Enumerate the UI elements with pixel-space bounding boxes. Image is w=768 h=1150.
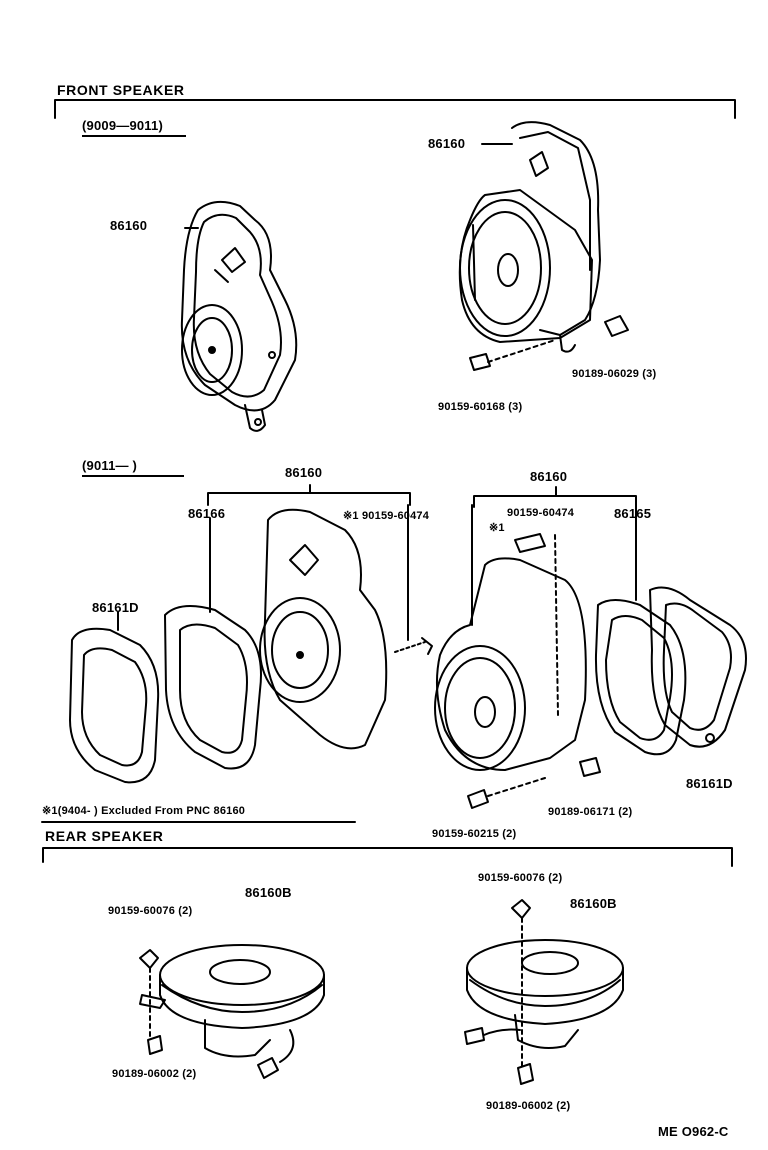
note-mark: ※1 <box>489 522 505 534</box>
bolt-90159-60474-right: 90159-60474 <box>507 507 575 519</box>
range-label-1: (9009—9011) <box>82 118 186 137</box>
bolt-90189-06002-left: 90189-06002 (2) <box>112 1068 197 1080</box>
part-86160-front-right: 86160 <box>428 136 466 151</box>
part-86166: 86166 <box>188 506 226 521</box>
bolt-90189-06002-right: 90189-06002 (2) <box>486 1100 571 1112</box>
diagram-code: ME O962-C <box>658 1124 729 1139</box>
front-section-bracket <box>54 99 736 119</box>
part-86160-group-right: 86160 <box>530 469 568 484</box>
range-label-2: (9011— ) <box>82 458 184 477</box>
part-86161d-left: 86161D <box>92 600 139 615</box>
bolt-90189-06029: 90189-06029 (3) <box>572 368 657 380</box>
part-86160b-left: 86160B <box>245 885 292 900</box>
front-speaker-drawing-3 <box>41 484 747 823</box>
front-speaker-drawing-2 <box>458 121 629 371</box>
part-86165: 86165 <box>614 506 652 521</box>
bolt-90159-60215: 90159-60215 (2) <box>432 828 517 840</box>
part-86160-front-left: 86160 <box>110 218 148 233</box>
bolt-90189-06171: 90189-06171 (2) <box>548 806 633 818</box>
rear-speaker-drawing-2 <box>464 899 624 1085</box>
rear-speaker-drawing-1 <box>139 944 325 1079</box>
rear-section-bracket <box>42 847 733 867</box>
bolt-90159-60076-right: 90159-60076 (2) <box>478 872 563 884</box>
rear-speaker-heading: REAR SPEAKER <box>45 828 164 844</box>
bolt-90159-60076-left: 90159-60076 (2) <box>108 905 193 917</box>
front-speaker-drawing-1 <box>180 200 298 432</box>
bolt-90159-60474-left: ※1 90159-60474 <box>343 510 430 522</box>
part-86160b-right: 86160B <box>570 896 617 911</box>
exclusion-note: ※1(9404- ) Excluded From PNC 86160 <box>42 805 246 817</box>
part-86161d-right: 86161D <box>686 776 733 791</box>
bolt-90159-60168: 90159-60168 (3) <box>438 401 523 413</box>
front-speaker-heading: FRONT SPEAKER <box>57 82 185 98</box>
part-86160-group-left: 86160 <box>285 465 323 480</box>
